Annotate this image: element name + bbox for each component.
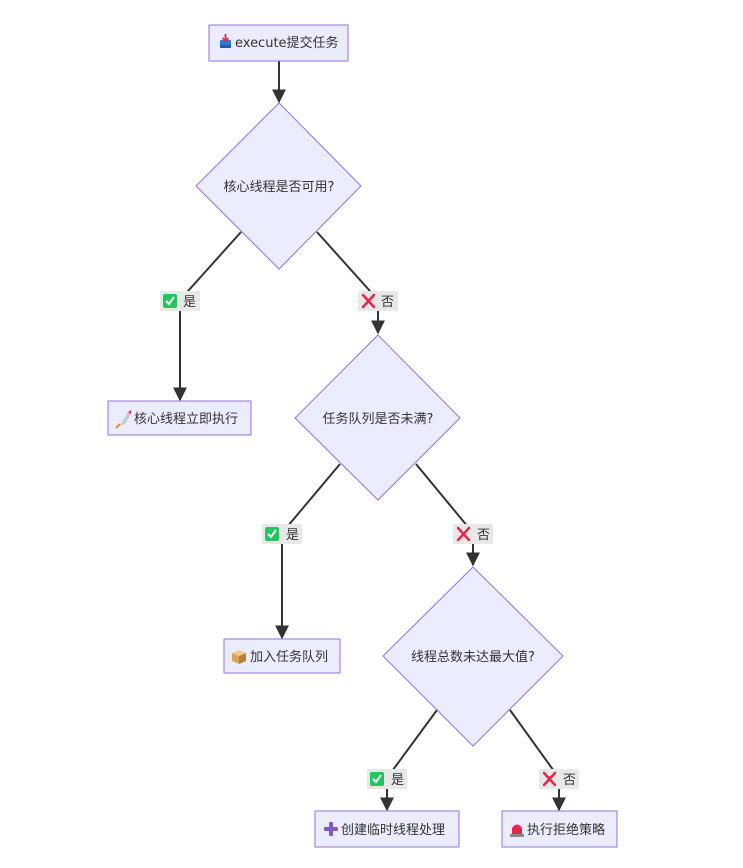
edge-core-yes: [173, 231, 242, 402]
node-temp-thread[interactable]: 创建临时线程处理: [314, 810, 460, 848]
cross-icon: [456, 526, 471, 542]
decision-threads-below-max[interactable]: 线程总数未达最大值?: [382, 566, 564, 747]
edge-label-max-no: 否: [539, 769, 579, 789]
edge-label-text: 否: [563, 773, 576, 788]
node-queue-add[interactable]: 加入任务队列: [223, 638, 341, 674]
check-icon: [370, 772, 384, 786]
check-icon: [265, 527, 279, 541]
node-text: 线程总数未达最大值?: [411, 649, 535, 665]
edge-label-max-yes: 是: [367, 769, 407, 789]
node-text: 加入任务队列: [250, 649, 328, 665]
node-text: 执行拒绝策略: [527, 822, 605, 838]
cross-icon: [361, 293, 376, 309]
edge-max-no: [509, 709, 566, 812]
rocket-icon: [115, 410, 131, 429]
edge-label-text: 否: [381, 295, 394, 310]
check-icon: [163, 294, 177, 308]
edge-label-text: 否: [477, 528, 490, 543]
node-core-exec[interactable]: 核心线程立即执行: [107, 400, 252, 436]
node-text: execute提交任务: [235, 35, 339, 51]
edge-label-core-yes: 是: [160, 291, 200, 311]
node-text: 创建临时线程处理: [341, 823, 445, 838]
node-text: 任务队列是否未满?: [323, 411, 434, 427]
cross-icon: [542, 771, 557, 787]
inbox-tray-icon: [220, 34, 231, 48]
node-text: 核心线程是否可用?: [224, 180, 335, 195]
edge-core-no: [316, 231, 385, 335]
edge-queue-yes: [275, 463, 341, 640]
node-start[interactable]: execute提交任务: [208, 24, 349, 62]
node-text: 核心线程立即执行: [134, 412, 238, 427]
decision-queue-not-full[interactable]: 任务队列是否未满?: [294, 334, 461, 501]
edge-queue-no: [415, 463, 480, 567]
edge-label-queue-no: 否: [453, 524, 493, 544]
edge-label-text: 是: [391, 773, 404, 788]
package-icon: [232, 650, 246, 664]
edge-label-queue-yes: 是: [262, 524, 302, 544]
siren-icon: [510, 824, 524, 837]
edge-label-text: 是: [183, 295, 196, 310]
decision-core-available[interactable]: 核心线程是否可用?: [195, 102, 362, 270]
plus-icon: [324, 822, 338, 836]
node-reject[interactable]: 执行拒绝策略: [501, 810, 618, 848]
edge-label-text: 是: [286, 528, 299, 543]
edge-max-yes: [380, 709, 438, 812]
edge-label-core-no: 否: [358, 291, 398, 311]
